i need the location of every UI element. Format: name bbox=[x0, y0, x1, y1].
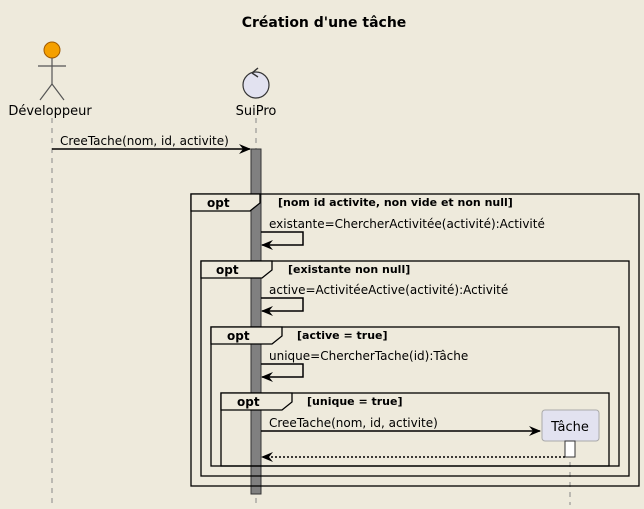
fragment-keyword: opt bbox=[237, 395, 260, 409]
actor-developer: Développeur bbox=[8, 41, 92, 119]
participant-tache: Tâche bbox=[541, 409, 600, 442]
control-icon bbox=[242, 71, 270, 99]
fragment-opt-2: opt [existante non null] bbox=[200, 260, 630, 477]
control-suipro: SuiPro bbox=[236, 67, 277, 119]
message-4: unique=ChercherTache(id):Tâche bbox=[261, 349, 468, 382]
message-1: CreeTache(nom, id, activite) bbox=[52, 134, 251, 154]
fragment-opt-4: opt [unique = true] bbox=[220, 392, 610, 467]
fragment-guard: [existante non null] bbox=[288, 263, 410, 276]
fragment-keyword: opt bbox=[227, 329, 250, 343]
message-label: existante=ChercherActivitée(activité):Ac… bbox=[269, 217, 545, 231]
actor-label: Développeur bbox=[8, 104, 92, 119]
fragment-guard: [unique = true] bbox=[307, 395, 403, 408]
actor-head-icon bbox=[43, 41, 61, 59]
participant-label: Tâche bbox=[550, 420, 589, 435]
fragment-opt-3: opt [active = true] bbox=[210, 326, 620, 467]
activation-bar-suipro bbox=[250, 148, 262, 495]
message-5: CreeTache(nom, id, activite) bbox=[261, 416, 541, 436]
fragment-keyword: opt bbox=[216, 263, 239, 277]
message-label: CreeTache(nom, id, activite) bbox=[60, 134, 229, 148]
fragment-keyword: opt bbox=[207, 196, 230, 210]
fragment-opt-1: opt [nom id activite, non vide et non nu… bbox=[190, 193, 640, 487]
message-label: unique=ChercherTache(id):Tâche bbox=[269, 349, 468, 363]
control-label: SuiPro bbox=[236, 104, 277, 119]
diagram-title: Création d'une tâche bbox=[242, 15, 407, 31]
fragment-guard: [active = true] bbox=[297, 329, 388, 342]
message-3: active=ActivitéeActive(activité):Activit… bbox=[261, 283, 508, 316]
message-2: existante=ChercherActivitée(activité):Ac… bbox=[261, 217, 545, 250]
message-label: CreeTache(nom, id, activite) bbox=[269, 416, 438, 430]
message-label: active=ActivitéeActive(activité):Activit… bbox=[269, 283, 508, 297]
fragment-guard: [nom id activite, non vide et non null] bbox=[278, 196, 513, 209]
activation-bar-tache bbox=[564, 440, 576, 458]
